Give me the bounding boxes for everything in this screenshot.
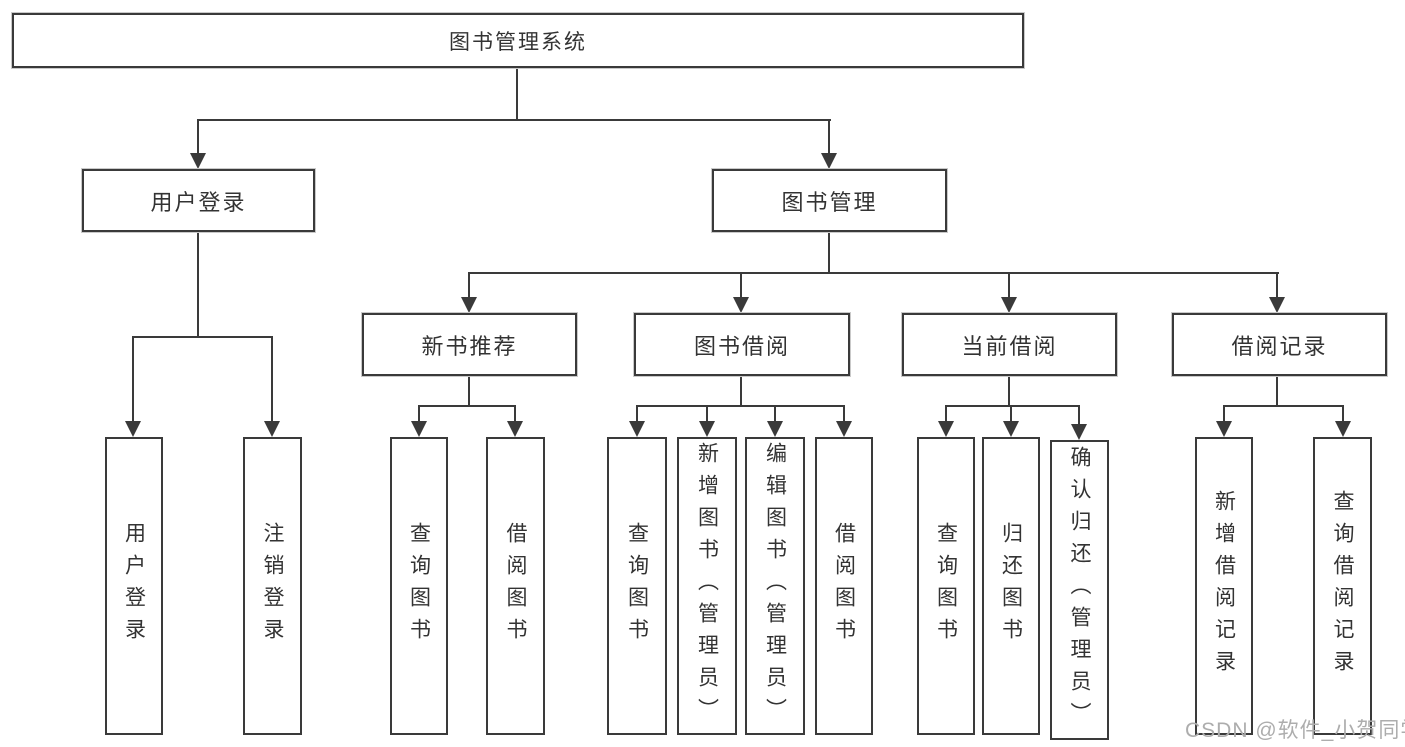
connector-stem-leaf: [514, 405, 516, 422]
connector-stem-user-login: [197, 119, 199, 155]
connector-stem-leaf: [1342, 405, 1344, 422]
node-label: 图书管理系统: [449, 30, 587, 54]
node-leaf-user-login: 用户登录: [105, 437, 163, 735]
connector-stem-login-leaf: [132, 336, 134, 422]
connector-new-book-recommend-stem: [468, 376, 470, 405]
arrowhead-down-icon: [1335, 421, 1351, 437]
connector-book-management-stem: [828, 232, 830, 272]
node-borrow-records: 借阅记录: [1172, 313, 1387, 376]
connector-stem-book-management: [828, 119, 830, 155]
arrowhead-down-icon: [1001, 297, 1017, 313]
connector-stem-leaf: [1010, 405, 1012, 422]
arrowhead-down-icon: [1216, 421, 1232, 437]
connector-book-borrow-bus: [637, 405, 845, 407]
arrowhead-down-icon: [190, 153, 206, 169]
connector-stem-leaf: [636, 405, 638, 422]
connector-borrow-records-stem: [1276, 376, 1278, 405]
arrowhead-down-icon: [821, 153, 837, 169]
connector-root-stem: [516, 68, 518, 119]
connector-stem-leaf: [706, 405, 708, 422]
connector-level2-bus: [469, 272, 1279, 274]
arrowhead-down-icon: [461, 297, 477, 313]
node-leaf-add-borrow-record: 新增借阅记录: [1195, 437, 1253, 735]
node-label: 新增图书（管理员）: [695, 442, 719, 730]
node-leaf-confirm-return-admin: 确认归还（管理员）: [1050, 440, 1109, 740]
connector-stem-new-book-recommend: [468, 272, 470, 299]
node-book-management-branch: 图书管理: [712, 169, 947, 232]
node-label: 用户登录: [150, 189, 247, 215]
connector-stem-logout-leaf: [271, 336, 273, 422]
connector-stem-leaf: [774, 405, 776, 422]
node-label: 编辑图书（管理员）: [763, 442, 787, 730]
node-label: 查询借阅记录: [1331, 490, 1354, 682]
connector-user-login-stem: [197, 232, 199, 336]
connector-stem-leaf: [1078, 405, 1080, 424]
node-label: 用户登录: [122, 522, 146, 650]
connector-stem-leaf: [843, 405, 845, 422]
arrowhead-down-icon: [1269, 297, 1285, 313]
arrowhead-down-icon: [733, 297, 749, 313]
connector-borrow-records-bus: [1224, 405, 1344, 407]
node-book-borrow: 图书借阅: [634, 313, 850, 376]
node-label: 新增借阅记录: [1212, 490, 1236, 682]
node-leaf-add-books-admin: 新增图书（管理员）: [677, 437, 737, 735]
node-leaf-return-books: 归还图书: [982, 437, 1040, 735]
connector-level1-bus: [198, 119, 831, 121]
arrowhead-down-icon: [1003, 421, 1019, 437]
arrowhead-down-icon: [125, 421, 141, 437]
node-new-book-recommend: 新书推荐: [362, 313, 577, 376]
node-root-library-management-system: 图书管理系统: [12, 13, 1024, 68]
node-label: 借阅图书: [832, 522, 856, 650]
arrowhead-down-icon: [836, 421, 852, 437]
node-leaf-query-books: 查询图书: [917, 437, 975, 735]
connector-current-borrow-bus: [946, 405, 1080, 407]
arrowhead-down-icon: [1071, 424, 1087, 440]
node-label: 确认归还（管理员）: [1068, 446, 1091, 734]
node-user-login-branch: 用户登录: [82, 169, 315, 232]
node-label: 当前借阅: [961, 333, 1058, 359]
node-current-borrow: 当前借阅: [902, 313, 1117, 376]
node-leaf-query-books: 查询图书: [390, 437, 448, 735]
node-label: 图书管理: [781, 189, 878, 215]
node-label: 注销登录: [261, 522, 284, 650]
connector-stem-leaf: [418, 405, 420, 422]
node-leaf-query-books: 查询图书: [607, 437, 667, 735]
node-leaf-borrow-books: 借阅图书: [815, 437, 873, 735]
connector-stem-leaf: [945, 405, 947, 422]
node-label: 借阅图书: [504, 522, 527, 650]
connector-new-book-recommend-bus: [419, 405, 516, 407]
node-leaf-edit-books-admin: 编辑图书（管理员）: [745, 437, 805, 735]
arrowhead-down-icon: [767, 421, 783, 437]
node-leaf-logout: 注销登录: [243, 437, 302, 735]
arrowhead-down-icon: [264, 421, 280, 437]
connector-stem-book-borrow: [740, 272, 742, 299]
connector-stem-current-borrow: [1008, 272, 1010, 299]
arrowhead-down-icon: [411, 421, 427, 437]
csdn-watermark: CSDN @软件_小贺同学: [1185, 719, 1405, 742]
arrowhead-down-icon: [507, 421, 523, 437]
node-leaf-query-borrow-record: 查询借阅记录: [1313, 437, 1372, 735]
node-label: 查询图书: [625, 522, 649, 650]
connector-stem-borrow-records: [1276, 272, 1278, 299]
node-label: 借阅记录: [1231, 333, 1328, 359]
connector-current-borrow-stem: [1008, 376, 1010, 405]
node-label: 查询图书: [407, 522, 431, 650]
node-leaf-borrow-books: 借阅图书: [486, 437, 545, 735]
arrowhead-down-icon: [629, 421, 645, 437]
node-label: 新书推荐: [421, 333, 518, 359]
connector-user-login-bus: [133, 336, 273, 338]
arrowhead-down-icon: [699, 421, 715, 437]
connector-stem-leaf: [1223, 405, 1225, 422]
node-label: 图书借阅: [693, 333, 790, 359]
node-label: 查询图书: [934, 522, 958, 650]
arrowhead-down-icon: [938, 421, 954, 437]
node-label: 归还图书: [999, 522, 1023, 650]
connector-book-borrow-stem: [740, 376, 742, 405]
